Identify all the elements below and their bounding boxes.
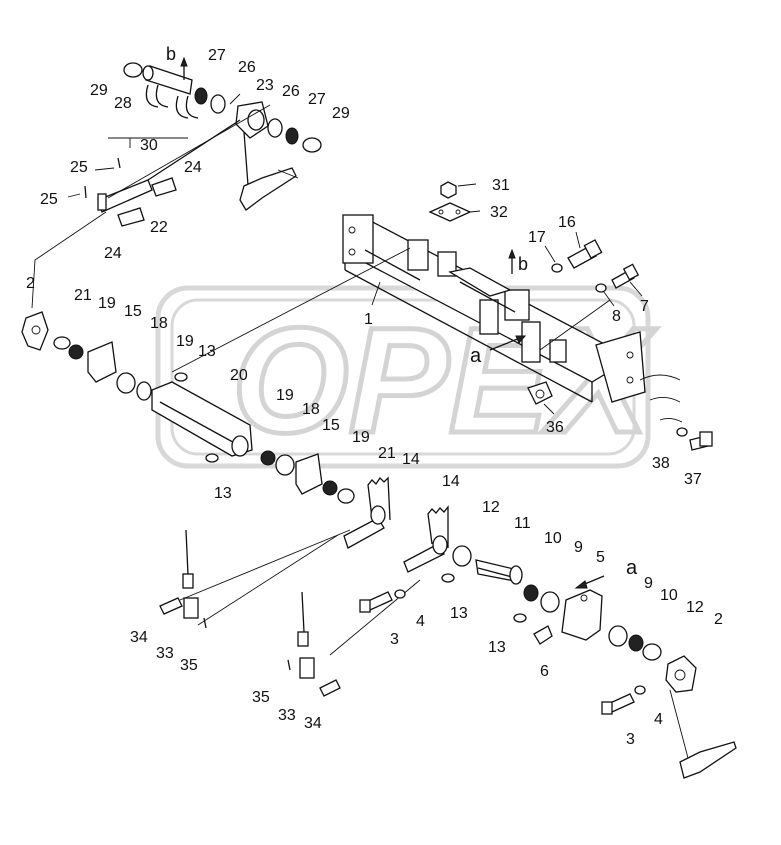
callout: 3	[626, 731, 635, 748]
callout: 27	[308, 91, 326, 108]
bolt-part-3-a	[359, 589, 406, 613]
bolt-part-16	[551, 239, 603, 273]
callout: 4	[416, 613, 425, 630]
callout: 25	[40, 191, 58, 208]
callout: 24	[184, 159, 202, 176]
right-arm-part-2	[665, 655, 737, 779]
callout: 19	[98, 295, 116, 312]
callout: 33	[278, 707, 296, 724]
callout: 33	[156, 645, 174, 662]
callout: 19	[176, 333, 194, 350]
callout: 13	[488, 639, 506, 656]
view-label-b-frame: b	[518, 254, 528, 274]
view-arrows	[180, 56, 605, 589]
clevis-assembly-right	[287, 591, 341, 697]
callout: 3	[390, 631, 399, 648]
callout: 21	[378, 445, 396, 462]
view-label-a-bracket: a	[626, 557, 638, 579]
callout: 28	[114, 95, 132, 112]
bolt-part-3-b	[601, 685, 646, 715]
callout: 2	[26, 275, 35, 292]
callout: 19	[276, 387, 294, 404]
callout: 10	[544, 530, 562, 547]
callout: 38	[652, 455, 670, 472]
bolt-part-37	[639, 374, 713, 451]
view-labels: b b a a	[166, 44, 638, 579]
callout: 32	[490, 204, 508, 221]
callout-leaders	[67, 93, 643, 415]
callout: 29	[332, 105, 350, 122]
left-cross-shaft-assembly	[21, 311, 355, 504]
callout: 5	[596, 549, 605, 566]
callout-numbers: 29 28 27 26 23 26 27 29 30 25 25 24 24 2…	[26, 47, 723, 748]
callout: 6	[540, 663, 549, 680]
callout: 20	[230, 367, 248, 384]
lever-part-14-b	[403, 505, 449, 573]
callout: 13	[450, 605, 468, 622]
callout: 9	[644, 575, 653, 592]
clevis-assembly-left	[159, 529, 207, 629]
callout: 18	[302, 401, 320, 418]
callout: 2	[714, 611, 723, 628]
lever-part-22	[84, 119, 241, 227]
callout: 7	[640, 298, 649, 315]
callout: 31	[492, 177, 510, 194]
nut-part-31	[440, 181, 457, 199]
callout: 12	[686, 599, 704, 616]
callout: 13	[198, 343, 216, 360]
callout: 24	[104, 245, 122, 262]
callout: 35	[252, 689, 270, 706]
callout: 27	[208, 47, 226, 64]
main-frame-part	[342, 214, 646, 403]
callout: 36	[546, 419, 564, 436]
callout: 1	[364, 311, 373, 328]
callout: 34	[304, 715, 322, 732]
callout: 15	[124, 303, 142, 320]
callout: 15	[322, 417, 340, 434]
callout: 30	[140, 137, 158, 154]
callout: 35	[180, 657, 198, 674]
plate-part-32	[428, 202, 472, 222]
callout: 14	[402, 451, 420, 468]
callout: 26	[238, 59, 256, 76]
callout: 14	[442, 473, 460, 490]
callout: 11	[514, 515, 531, 532]
callout: 18	[150, 315, 168, 332]
callout: 34	[130, 629, 148, 646]
callout: 4	[654, 711, 663, 728]
callout: 25	[70, 159, 88, 176]
right-shaft-assembly	[441, 545, 662, 661]
callout: 23	[256, 77, 274, 94]
part-36	[527, 381, 553, 405]
bolt-part-7	[595, 263, 640, 293]
callout: 19	[352, 429, 370, 446]
callout: 21	[74, 287, 92, 304]
callout: 10	[660, 587, 678, 604]
view-label-b-top: b	[166, 44, 176, 64]
callout: 12	[482, 499, 500, 516]
callout: 26	[282, 83, 300, 100]
callout: 8	[612, 308, 621, 325]
callout: 13	[214, 485, 232, 502]
callout: 17	[528, 229, 546, 246]
callout: 29	[90, 82, 108, 99]
view-label-a-frame: a	[470, 345, 482, 367]
callout: 37	[684, 471, 702, 488]
callout: 22	[150, 219, 168, 236]
callout: 16	[558, 214, 576, 231]
callout: 9	[574, 539, 583, 556]
lever-part-14-a	[343, 476, 391, 549]
